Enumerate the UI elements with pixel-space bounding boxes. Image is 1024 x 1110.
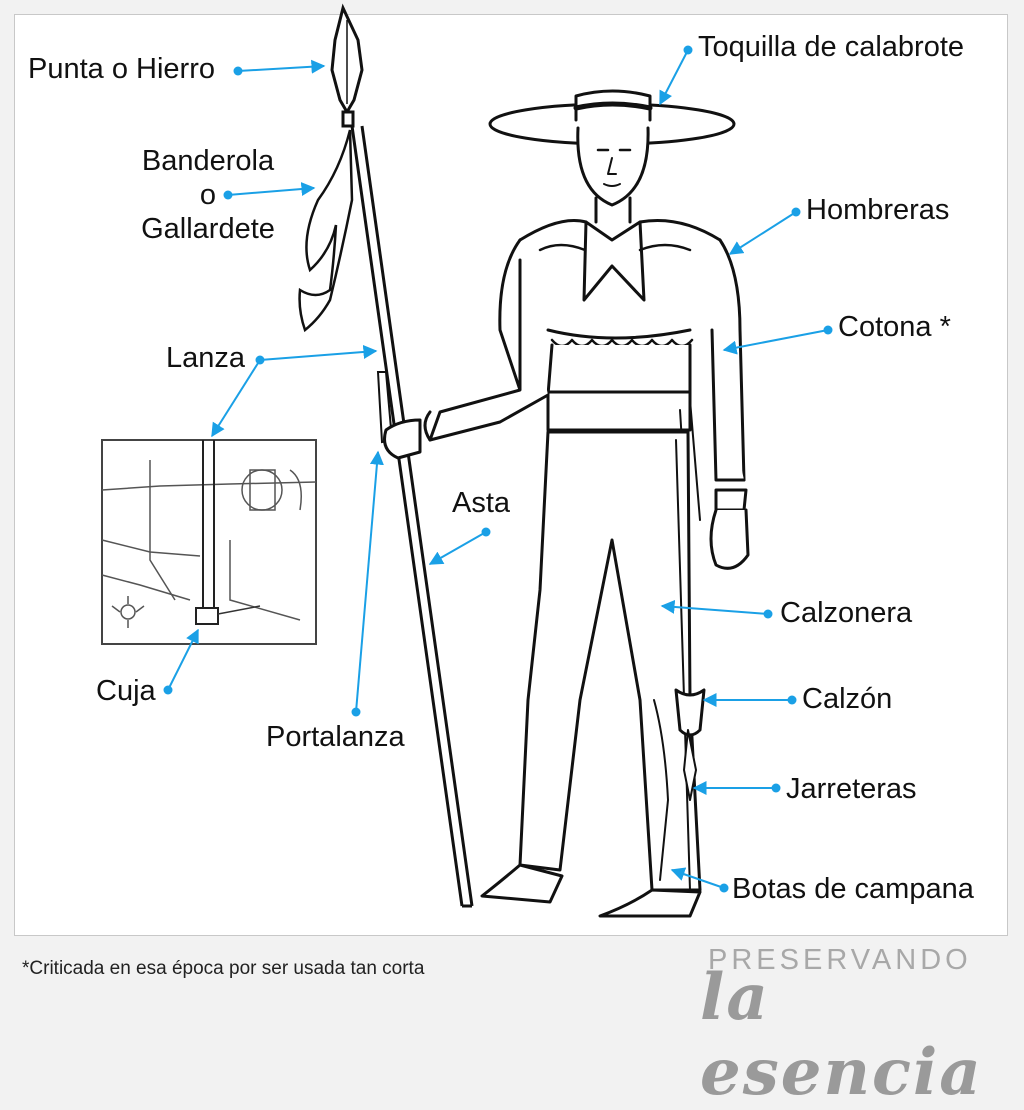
label-punta: Punta o Hierro xyxy=(28,53,215,85)
label-banderola-line3: Gallardete xyxy=(141,213,275,245)
label-cuja: Cuja xyxy=(96,675,156,707)
arrow-banderola xyxy=(223,182,316,200)
arrow-portalanza xyxy=(351,450,384,717)
arrow-cotona xyxy=(722,325,833,355)
arrow-jarreteras xyxy=(692,781,781,795)
cuja-detail-inset xyxy=(101,439,317,645)
label-toquilla: Toquilla de calabrote xyxy=(698,31,965,63)
lance-drawing xyxy=(298,3,474,908)
huaso-figure xyxy=(383,89,750,918)
arrow-asta xyxy=(428,527,491,565)
arrow-calzon xyxy=(702,693,797,707)
diagram-stage: Punta o Hierro Banderola o Gallardete La… xyxy=(14,3,1008,1110)
arrow-punta xyxy=(233,59,326,76)
arrow-hombreras xyxy=(728,207,801,255)
label-cotona: Cotona * xyxy=(838,311,951,343)
illustration xyxy=(101,3,833,918)
label-banderola-line2: o xyxy=(199,179,217,211)
leader-arrows xyxy=(163,45,833,893)
logo-la-esencia: la esencia xyxy=(700,960,983,1110)
label-botas: Botas de campana xyxy=(732,873,974,905)
arrow-cuja xyxy=(163,628,199,695)
arrow-botas xyxy=(670,867,729,893)
label-portalanza: Portalanza xyxy=(266,721,405,753)
label-calzon: Calzón xyxy=(802,683,893,715)
label-calzonera: Calzonera xyxy=(780,597,913,629)
arrow-lanza xyxy=(211,344,378,438)
arrow-toquilla xyxy=(659,45,693,106)
label-hombreras: Hombreras xyxy=(806,194,950,226)
label-asta: Asta xyxy=(452,487,511,519)
footnote: *Criticada en esa época por ser usada ta… xyxy=(22,958,425,979)
arrow-calzonera xyxy=(660,599,773,619)
label-banderola-line1: Banderola xyxy=(141,145,275,177)
logo-preservando: PRESERVANDO xyxy=(708,944,972,976)
label-lanza: Lanza xyxy=(166,342,246,374)
label-jarreteras: Jarreteras xyxy=(786,773,917,805)
